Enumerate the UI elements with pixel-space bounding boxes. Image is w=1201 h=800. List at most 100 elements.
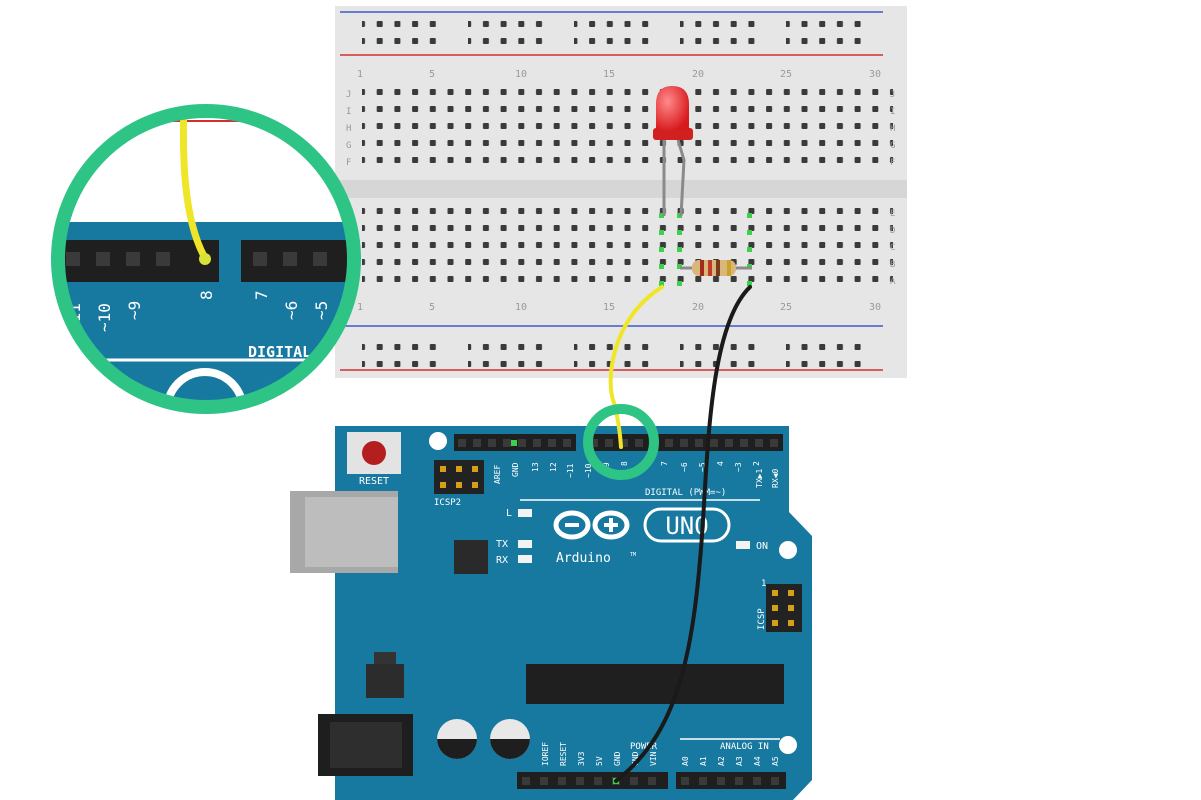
on-label: ON (756, 541, 768, 552)
zoom-yellow-wire (179, 111, 209, 262)
power-pin-labels: IOREF RESET 3V3 5V GND GND VIN (541, 742, 658, 766)
pin-label: GND (511, 462, 520, 477)
zoom-pin-label: 8 (197, 290, 216, 300)
trademark: TM (630, 552, 636, 558)
zoom-pin-label: ~9 (125, 301, 144, 320)
resistor-band (700, 260, 704, 276)
row-letter: E (890, 209, 895, 219)
pin-label: ~10 (584, 463, 593, 478)
arduino-logo-icon (553, 510, 630, 540)
column-number: 1 (357, 302, 363, 313)
row-letter: G (346, 141, 351, 151)
pin-label: A4 (753, 756, 762, 766)
mounting-hole (779, 736, 797, 754)
column-number: 30 (869, 302, 881, 313)
pin-label: ~11 (566, 463, 575, 478)
zoom-digital-label: DIGITAL (248, 343, 311, 361)
pin-label: VIN (649, 751, 658, 766)
pin-label: 3V3 (577, 751, 586, 766)
usb-chip (454, 540, 488, 574)
mounting-hole (779, 541, 797, 559)
zoom-callout: ~11 ~10 ~9 8 7 ~6 ~5 DIGITAL (51, 104, 361, 414)
row-letter: J (346, 90, 351, 100)
bottom-rail-holes (786, 334, 866, 368)
column-numbers-top: 1 5 10 15 20 25 30 (357, 69, 881, 80)
board-body (335, 426, 812, 800)
power-label: POWER (630, 742, 658, 752)
column-number: 1 (357, 69, 363, 80)
led-rim (653, 128, 693, 140)
power-jack-inner (330, 722, 402, 768)
pin-label: ~3 (734, 462, 743, 472)
column-number: 10 (515, 302, 527, 313)
reset-button[interactable] (362, 441, 386, 465)
row-letter: A (890, 277, 896, 287)
icsp2-header (434, 460, 484, 494)
row-letter: I (346, 107, 351, 117)
led-rx (518, 555, 532, 563)
pin-label: 12 (549, 462, 558, 472)
column-number: 20 (692, 302, 704, 313)
arduino-uno-board: RESET ICSP2 L TX RX ON (290, 426, 812, 800)
led-on (736, 541, 750, 549)
top-terminal-holes (362, 86, 893, 171)
resistor[interactable] (680, 260, 752, 276)
black-wire[interactable] (614, 285, 752, 783)
digital-pin-labels: AREF GND 13 12 ~11 ~10 ~9 8 7 ~6 ~5 4 ~3… (493, 461, 780, 488)
pin-label: A0 (681, 756, 690, 766)
red-led[interactable] (653, 86, 693, 217)
row-letter: H (890, 124, 895, 134)
led-l (518, 509, 532, 517)
row-letter: F (346, 158, 351, 168)
column-number: 20 (692, 69, 704, 80)
pin-label: RESET (559, 742, 568, 766)
row-letter: D (890, 226, 895, 236)
capacitor (490, 719, 530, 759)
pin-label: IOREF (541, 742, 550, 766)
row-letters-right: J I H G F E D C B A (890, 90, 896, 287)
zoom-pin-label: 7 (252, 290, 271, 300)
icsp2-label: ICSP2 (434, 498, 461, 508)
breadboard-center-channel (335, 180, 907, 198)
zoom-logo-arc (163, 368, 247, 407)
column-number: 5 (429, 69, 435, 80)
led-tx (518, 540, 532, 548)
pin-label: GND (631, 751, 640, 766)
analog-pin-labels: A0 A1 A2 A3 A4 A5 (681, 756, 780, 766)
row-letter: I (890, 107, 895, 117)
yellow-wire[interactable] (608, 285, 664, 449)
icsp-header (766, 584, 802, 632)
row-letter: H (346, 124, 351, 134)
mounting-hole (429, 432, 447, 450)
zoom-pin-label: ~10 (95, 303, 114, 332)
column-numbers-bottom: 1 5 10 15 20 25 30 (357, 302, 881, 313)
led-l-label: L (506, 508, 512, 519)
resistor-band (727, 260, 731, 276)
row-letter: F (890, 158, 895, 168)
capacitor (437, 719, 477, 759)
pin-label: TX▶1 (755, 469, 764, 488)
usb-connector-inner (305, 497, 398, 567)
zoom-pin8-connection (199, 253, 211, 265)
pin-label: 5V (595, 756, 604, 766)
pin-label: 8 (620, 461, 629, 466)
icsp-pin1-label: 1 (761, 579, 766, 589)
pin-label: A1 (699, 756, 708, 766)
led-leg (676, 139, 686, 217)
icsp-label: ICSP (757, 608, 767, 630)
pin-label: 7 (660, 461, 669, 466)
voltage-regulator (366, 664, 404, 698)
column-number: 30 (869, 69, 881, 80)
column-number: 5 (429, 302, 435, 313)
pin-label: A2 (717, 756, 726, 766)
pin-label: ~5 (698, 462, 707, 472)
column-number: 15 (603, 302, 615, 313)
led-tx-label: TX (496, 539, 508, 550)
zoom-pin-label: ~6 (282, 301, 301, 320)
top-rail-holes (362, 14, 442, 48)
led-dome (656, 86, 689, 130)
zoom-ring (51, 104, 361, 414)
top-rail-holes (574, 14, 654, 48)
pin-label: 13 (531, 462, 540, 472)
